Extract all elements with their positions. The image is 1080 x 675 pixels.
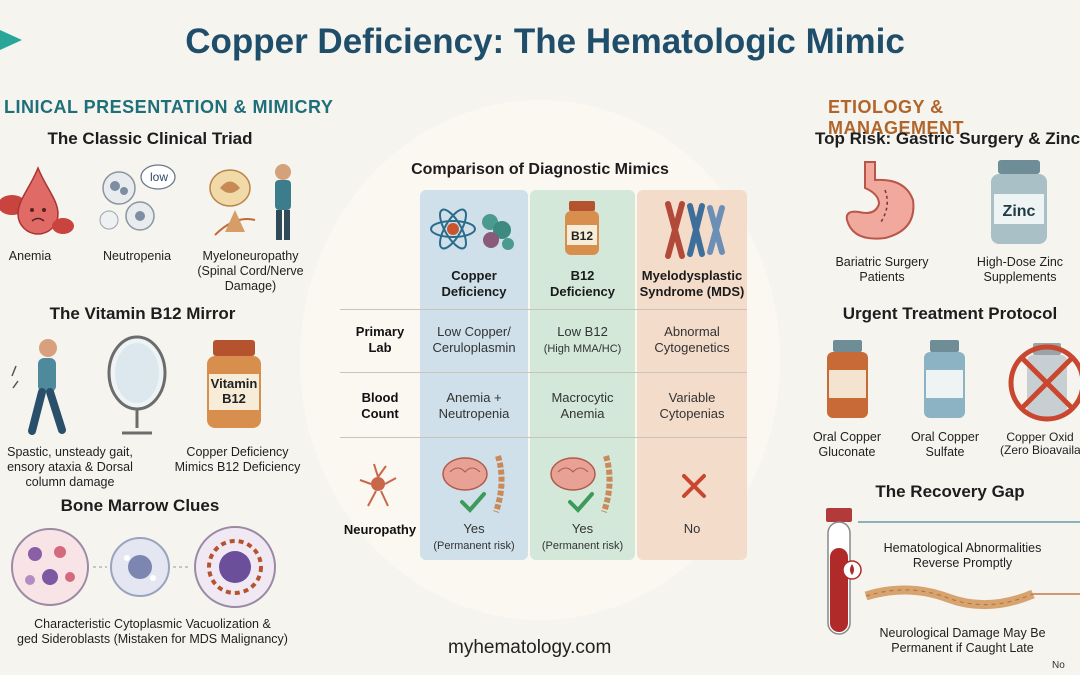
cell-copper-count: Anemia + Neutropenia bbox=[438, 390, 510, 421]
treat-sulfate-label: Oral Copper Sulfate bbox=[910, 430, 980, 459]
cell-b12-neuropathy-note: (Permanent risk) bbox=[541, 540, 624, 552]
treatment-title: Urgent Treatment Protocol bbox=[842, 304, 1058, 323]
website-url: myhematology.com bbox=[448, 637, 612, 658]
copper-gluconate-icon bbox=[827, 340, 868, 418]
gap-hematologic-text: Hematological Abnormalities Reverse Prom… bbox=[883, 541, 1042, 570]
row-divider bbox=[340, 437, 747, 438]
risk-bariatric-label: Bariatric Surgery Patients bbox=[835, 255, 929, 284]
atom-icon bbox=[430, 208, 514, 250]
cell-b12-count: Macrocytic Anemia bbox=[551, 390, 614, 421]
cell-b12-lab-note: (High MMA/HC) bbox=[543, 343, 622, 355]
cell-b12-lab: Low B12 bbox=[557, 324, 608, 339]
blood-tube-icon bbox=[826, 508, 1080, 635]
cell-b12-neuropathy: Yes bbox=[571, 521, 594, 536]
row-divider bbox=[340, 309, 747, 310]
bone-marrow-cells-icon bbox=[11, 526, 276, 608]
zinc-bottle-label: Zinc bbox=[1002, 203, 1036, 220]
brain-spine-icon bbox=[550, 455, 613, 513]
zinc-bottle-icon bbox=[991, 160, 1047, 244]
risk-zinc-label: High-Dose Zinc Supplements bbox=[976, 255, 1064, 284]
b12-mirror-title: The Vitamin B12 Mirror bbox=[49, 304, 236, 323]
treat-oxide-label: Copper Oxid (Zero Bioavailabi bbox=[1000, 431, 1080, 457]
cell-mds-lab: Abnormal Cytogenetics bbox=[654, 324, 730, 355]
bone-marrow-caption: Characteristic Cytoplasmic Vacuolization… bbox=[17, 617, 288, 646]
spinal-cord-icon bbox=[209, 164, 291, 240]
anemia-icon bbox=[0, 165, 74, 235]
chromosome-icon bbox=[665, 201, 725, 259]
triad-anemia-label: Anemia bbox=[8, 249, 52, 263]
x-mark-icon bbox=[682, 474, 706, 498]
corner-watermark: No bbox=[1052, 660, 1065, 671]
comparison-title: Comparison of Diagnostic Mimics bbox=[411, 161, 669, 178]
row-label-primary-lab: Primary Lab bbox=[355, 324, 405, 355]
left-section-header: LINICAL PRESENTATION & MIMICRY bbox=[4, 97, 334, 117]
neutropenia-icon bbox=[99, 164, 176, 231]
triad-myeloneuropathy-label: Myeloneuropathy (Spinal Cord/Nerve Damag… bbox=[197, 249, 304, 293]
b12-vial-icon bbox=[565, 201, 599, 255]
copper-column bbox=[420, 190, 528, 560]
b12-bottle-icon bbox=[207, 340, 261, 428]
cell-copper-neuropathy: Yes bbox=[463, 521, 485, 536]
row-label-blood-count: Blood Count bbox=[361, 390, 399, 421]
b12-bottle-label: Vitamin B12 bbox=[210, 376, 258, 406]
corner-accent bbox=[0, 30, 22, 50]
col-header-b12: B12 Deficiency bbox=[549, 268, 616, 299]
right-section-header: ETIOLOGY & MANAGEMENT bbox=[828, 97, 964, 138]
top-risk-title: Top Risk: Gastric Surgery & Zinc bbox=[815, 129, 1080, 148]
cell-copper-lab: Low Copper/ Ceruloplasmin bbox=[432, 324, 516, 355]
neuron-icon bbox=[359, 463, 397, 507]
gait-caption: Spastic, unsteady gait, ensory ataxia & … bbox=[7, 445, 133, 489]
copper-oxide-prohibited-icon bbox=[1008, 343, 1080, 422]
page-title: Copper Deficiency: The Hematologic Mimic bbox=[185, 22, 905, 61]
col-header-mds: Myelodysplastic Syndrome (MDS) bbox=[639, 268, 745, 299]
cell-mds-neuropathy: No bbox=[683, 521, 701, 536]
low-bubble-text: low bbox=[150, 170, 169, 184]
unsteady-gait-icon bbox=[11, 339, 66, 435]
recovery-gap-title: The Recovery Gap bbox=[875, 482, 1025, 501]
stomach-icon bbox=[845, 161, 915, 240]
cell-copper-neuropathy-note: (Permanent risk) bbox=[433, 540, 515, 552]
mirror-caption: Copper Deficiency Mimics B12 Deficiency bbox=[174, 445, 301, 474]
triad-title: The Classic Clinical Triad bbox=[47, 129, 253, 148]
treat-gluconate-label: Oral Copper Gluconate bbox=[812, 430, 882, 459]
col-header-copper: Copper Deficiency bbox=[441, 268, 507, 299]
bone-marrow-title: Bone Marrow Clues bbox=[60, 496, 220, 515]
mirror-icon bbox=[107, 335, 167, 435]
brain-spine-icon bbox=[442, 455, 505, 513]
gap-neurologic-text: Neurological Damage May Be Permanent if … bbox=[879, 626, 1046, 655]
copper-sulfate-icon bbox=[924, 340, 965, 418]
cell-mds-count: Variable Cytopenias bbox=[659, 390, 725, 421]
b12-vial-label: B12 bbox=[570, 229, 593, 243]
row-label-neuropathy: Neuropathy bbox=[343, 522, 417, 537]
triad-neutropenia-label: Neutropenia bbox=[102, 249, 172, 263]
row-divider bbox=[340, 372, 747, 373]
